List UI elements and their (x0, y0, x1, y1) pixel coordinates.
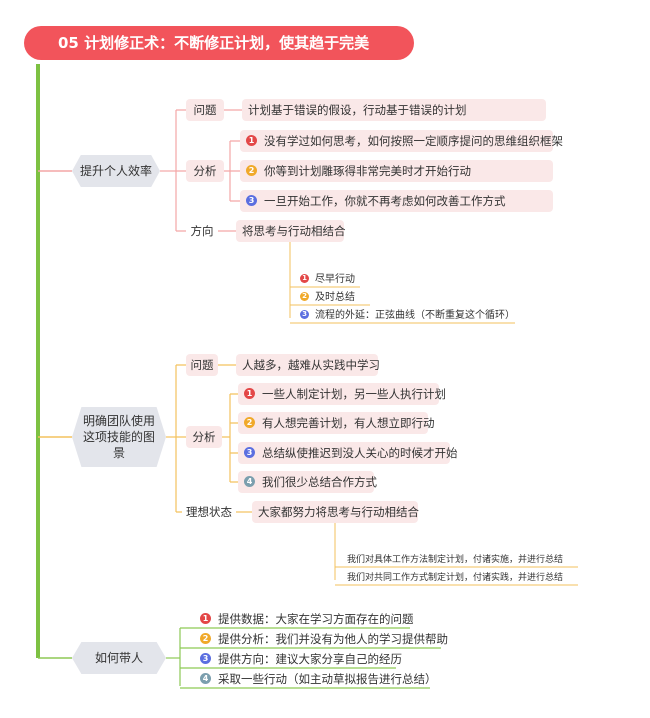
section-node-personal-efficiency: 提升个人效率 (72, 155, 160, 187)
direction-item-text: 尽早行动 (315, 274, 355, 285)
section2-problem-text: 人越多，越难从实践中学习 (236, 354, 380, 376)
section2-analysis-item: 1 一些人制定计划，另一些人执行计划 (238, 383, 446, 405)
lead-item: 3 提供方向：建议大家分享自己的经历 (200, 650, 402, 668)
lead-item-text: 提供分析：我们并没有为他人的学习提供帮助 (218, 632, 448, 646)
lead-item-text: 提供方向：建议大家分享自己的经历 (218, 652, 402, 666)
lead-item: 4 采取一些行动（如主动草拟报告进行总结） (200, 670, 437, 688)
direction-item: 3 流程的外延：正弦曲线（不断重复这个循环） (300, 308, 515, 324)
number-2-icon: 2 (200, 633, 211, 644)
analysis-item-text: 一旦开始工作，你就不再考虑如何改善工作方式 (264, 194, 506, 208)
ideal-item: 我们对共同工作方式制定计划，付诸实践，并进行总结 (347, 573, 564, 583)
section1-analysis-label: 分析 (186, 160, 224, 182)
number-1-icon: 1 (244, 388, 255, 399)
section2-analysis-item: 4 我们很少总结合作方式 (238, 471, 377, 493)
analysis-item-text: 一些人制定计划，另一些人执行计划 (262, 387, 446, 401)
number-1-icon: 1 (200, 613, 211, 624)
ideal-item: 我们对具体工作方法制定计划，付诸实施，并进行总结 (347, 555, 564, 565)
lead-item: 1 提供数据：大家在学习方面存在的问题 (200, 610, 414, 628)
lead-item-text: 提供数据：大家在学习方面存在的问题 (218, 612, 414, 626)
section2-problem-label: 问题 (186, 354, 218, 376)
analysis-item-text: 没有学过如何思考，如何按照一定顺序提问的思维组织框架 (264, 134, 563, 148)
number-2-icon: 2 (244, 417, 255, 428)
section1-direction-text: 将思考与行动相结合 (236, 220, 346, 242)
lead-item: 2 提供分析：我们并没有为他人的学习提供帮助 (200, 630, 448, 648)
section2-analysis-label: 分析 (186, 426, 222, 448)
number-2-icon: 2 (246, 165, 257, 176)
number-2-icon: 2 (300, 291, 309, 301)
analysis-item-text: 总结纵使推迟到没人关心的时候才开始 (262, 446, 458, 460)
section2-ideal-text: 大家都努力将思考与行动相结合 (252, 501, 419, 523)
section2-analysis-item: 2 有人想完善计划，有人想立即行动 (238, 412, 435, 434)
number-1-icon: 1 (300, 273, 309, 283)
section2-analysis-item: 3 总结纵使推迟到没人关心的时候才开始 (238, 442, 458, 464)
direction-item-text: 流程的外延：正弦曲线（不断重复这个循环） (315, 310, 515, 321)
direction-item-text: 及时总结 (315, 292, 355, 303)
section1-direction-label: 方向 (190, 224, 214, 238)
number-3-icon: 3 (246, 195, 257, 206)
number-4-icon: 4 (244, 476, 255, 487)
section1-analysis-item: 2 你等到计划雕琢得非常完美时才开始行动 (240, 160, 553, 182)
section1-analysis-item: 1 没有学过如何思考，如何按照一定顺序提问的思维组织框架 (240, 130, 563, 152)
section2-ideal-label: 理想状态 (186, 505, 232, 519)
section-node-team-vision: 明确团队使用 这项技能的图景 (72, 407, 166, 467)
analysis-item-text: 有人想完善计划，有人想立即行动 (262, 416, 435, 430)
number-1-icon: 1 (246, 135, 257, 146)
section-node-how-to-lead: 如何带人 (72, 642, 166, 674)
section1-problem-text: 计划基于错误的假设，行动基于错误的计划 (242, 99, 546, 121)
direction-item: 2 及时总结 (300, 290, 355, 306)
direction-item: 1 尽早行动 (300, 272, 355, 288)
number-3-icon: 3 (200, 653, 211, 664)
section1-analysis-item: 3 一旦开始工作，你就不再考虑如何改善工作方式 (240, 190, 553, 212)
number-3-icon: 3 (300, 309, 309, 319)
analysis-item-text: 我们很少总结合作方式 (262, 475, 377, 489)
lead-item-text: 采取一些行动（如主动草拟报告进行总结） (218, 672, 437, 686)
analysis-item-text: 你等到计划雕琢得非常完美时才开始行动 (264, 164, 471, 178)
number-4-icon: 4 (200, 673, 211, 684)
page-title: 05 计划修正术：不断修正计划，使其趋于完美 (24, 26, 414, 60)
number-3-icon: 3 (244, 447, 255, 458)
section1-problem-label: 问题 (186, 99, 224, 121)
